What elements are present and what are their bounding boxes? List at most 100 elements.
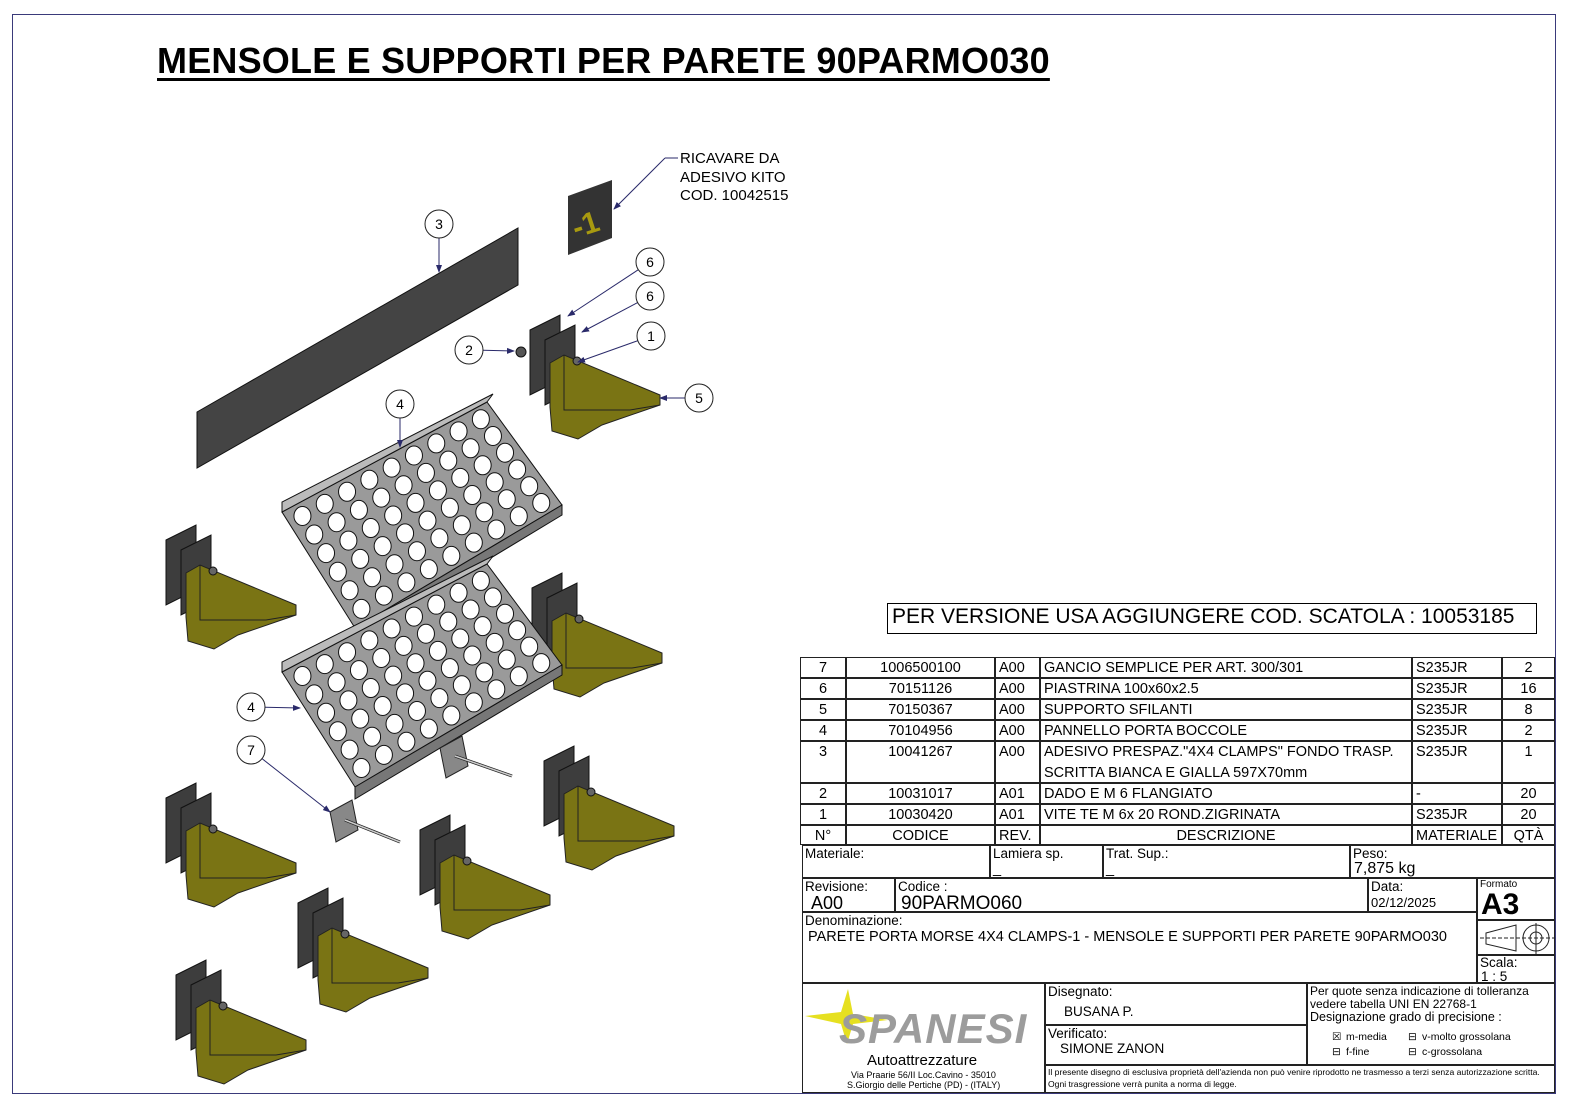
- panel-hole: [315, 493, 334, 514]
- bom-cell: A01: [995, 783, 1040, 804]
- text: Lamiera sp.: [993, 846, 1064, 861]
- materiale-field: Materiale:: [802, 845, 990, 878]
- panel-hole: [372, 487, 391, 508]
- text: 4: [818, 723, 828, 739]
- precision-checkbox: ☒: [1332, 1031, 1342, 1043]
- bom-cell: PANNELLO PORTA BOCCOLE: [1040, 720, 1412, 741]
- note-line: COD. 10042515: [680, 187, 789, 204]
- text: Verificato:: [1048, 1026, 1108, 1041]
- text: A00: [999, 660, 1025, 676]
- panel-hole: [461, 438, 480, 459]
- panel-hole: [430, 528, 449, 549]
- text: 2: [1524, 723, 1533, 739]
- panel-hole: [463, 485, 482, 506]
- text: DESCRIZIONE: [1176, 828, 1276, 844]
- panel-hole: [339, 690, 358, 711]
- panel-hole: [439, 450, 458, 471]
- text: REV.: [999, 828, 1032, 844]
- panel-hole: [384, 505, 403, 526]
- bom-cell: 1006500100: [846, 657, 995, 678]
- panel-hole: [363, 567, 382, 588]
- panel-hole: [508, 459, 527, 480]
- panel-hole: [497, 649, 516, 670]
- text: QTÀ: [1513, 828, 1544, 844]
- verificato-field: Verificato:SIMONE ZANON: [1045, 1025, 1307, 1065]
- item-balloon: 6: [567, 247, 665, 317]
- panel-hole: [442, 545, 461, 566]
- panel-hole: [328, 721, 347, 742]
- text: A01: [999, 807, 1025, 823]
- text: S235JR: [1416, 681, 1468, 697]
- panel-hole: [361, 678, 380, 699]
- hook: [439, 735, 513, 779]
- balloon-number: 4: [396, 396, 404, 412]
- panel-hole: [427, 594, 446, 615]
- panel-hole: [305, 524, 324, 545]
- drawing-title: MENSOLE E SUPPORTI PER PARETE 90PARMO030: [157, 40, 1050, 81]
- item-balloon: 6: [581, 281, 665, 333]
- panel-hole: [487, 679, 506, 700]
- text: Disegnato:: [1048, 984, 1113, 999]
- revisione-field: Revisione:A00: [802, 878, 895, 912]
- text: A00: [999, 744, 1025, 760]
- bom-cell: A00: [995, 720, 1040, 741]
- panel-hole: [339, 530, 358, 551]
- panel-hole: [360, 630, 379, 651]
- bom-cell: 20: [1502, 783, 1555, 804]
- hook: [329, 799, 401, 844]
- panel-hole: [328, 561, 347, 582]
- panel-hole: [520, 636, 539, 657]
- panel-hole: [451, 628, 470, 649]
- projection-symbol: [1477, 920, 1555, 955]
- bom-cell: DADO E M 6 FLANGIATO: [1040, 783, 1412, 804]
- text: 1: [818, 807, 828, 823]
- text: 02/12/2025: [1371, 895, 1437, 910]
- balloon-number: 7: [247, 742, 255, 758]
- text: 5: [818, 702, 828, 718]
- panel-hole: [373, 695, 392, 716]
- bom-cell: GANCIO SEMPLICE PER ART. 300/301: [1040, 657, 1412, 678]
- panel-hole: [496, 442, 515, 463]
- bom-cell: 7: [800, 657, 846, 678]
- balloon-number: 3: [435, 216, 443, 232]
- panel-hole: [452, 675, 471, 696]
- item-balloon: 4: [236, 692, 301, 722]
- text: A01: [999, 786, 1025, 802]
- sticker-note: RICAVARE DA ADESIVO KITO COD. 10042515: [680, 150, 788, 206]
- text: Scala:: [1480, 955, 1518, 970]
- panel-hole: [463, 645, 482, 666]
- text: _: [1106, 861, 1115, 877]
- panel-hole: [416, 623, 435, 644]
- balloon-number: 2: [465, 342, 473, 358]
- panel-hole: [338, 481, 357, 502]
- panel-hole: [352, 598, 371, 619]
- panel-hole: [473, 616, 492, 637]
- bom-cell: S235JR: [1412, 804, 1502, 825]
- panel-hole: [394, 475, 413, 496]
- tolerance-field: Per quote senza indicazione di tolleranz…: [1307, 983, 1555, 1065]
- panel-hole: [483, 425, 502, 446]
- panel-hole: [360, 469, 379, 490]
- panel-hole: [418, 510, 437, 531]
- bom-header-cell: QTÀ: [1502, 825, 1555, 845]
- company-subtitle: Autoattrezzature: [867, 1052, 978, 1069]
- panel-hole: [396, 523, 415, 544]
- text: A00: [811, 893, 844, 912]
- usa-note: PER VERSIONE USA AGGIUNGERE COD. SCATOLA…: [887, 603, 1537, 634]
- bom-cell: 70104956: [846, 720, 995, 741]
- text: 6: [818, 681, 828, 697]
- bom-cell: S235JR: [1412, 741, 1502, 783]
- balloon-number: 5: [695, 390, 703, 406]
- precision-checkbox: ⊟: [1332, 1046, 1341, 1058]
- support-bracket: [531, 572, 663, 698]
- bom-cell: S235JR: [1412, 699, 1502, 720]
- panel-hole: [418, 670, 437, 691]
- address-line: Via Praarie 56/II Loc.Cavino - 35010: [851, 1070, 996, 1080]
- text: Formato: [1480, 879, 1518, 890]
- text: ADESIVO PRESPAZ."4X4 CLAMPS" FONDO TRASP…: [1044, 744, 1394, 760]
- disclaimer-field: Il presente disegno di esclusiva proprie…: [1045, 1065, 1555, 1093]
- text: Designazione grado di precisione :: [1310, 1010, 1502, 1024]
- codice-field: Codice :90PARMO060: [895, 878, 1368, 912]
